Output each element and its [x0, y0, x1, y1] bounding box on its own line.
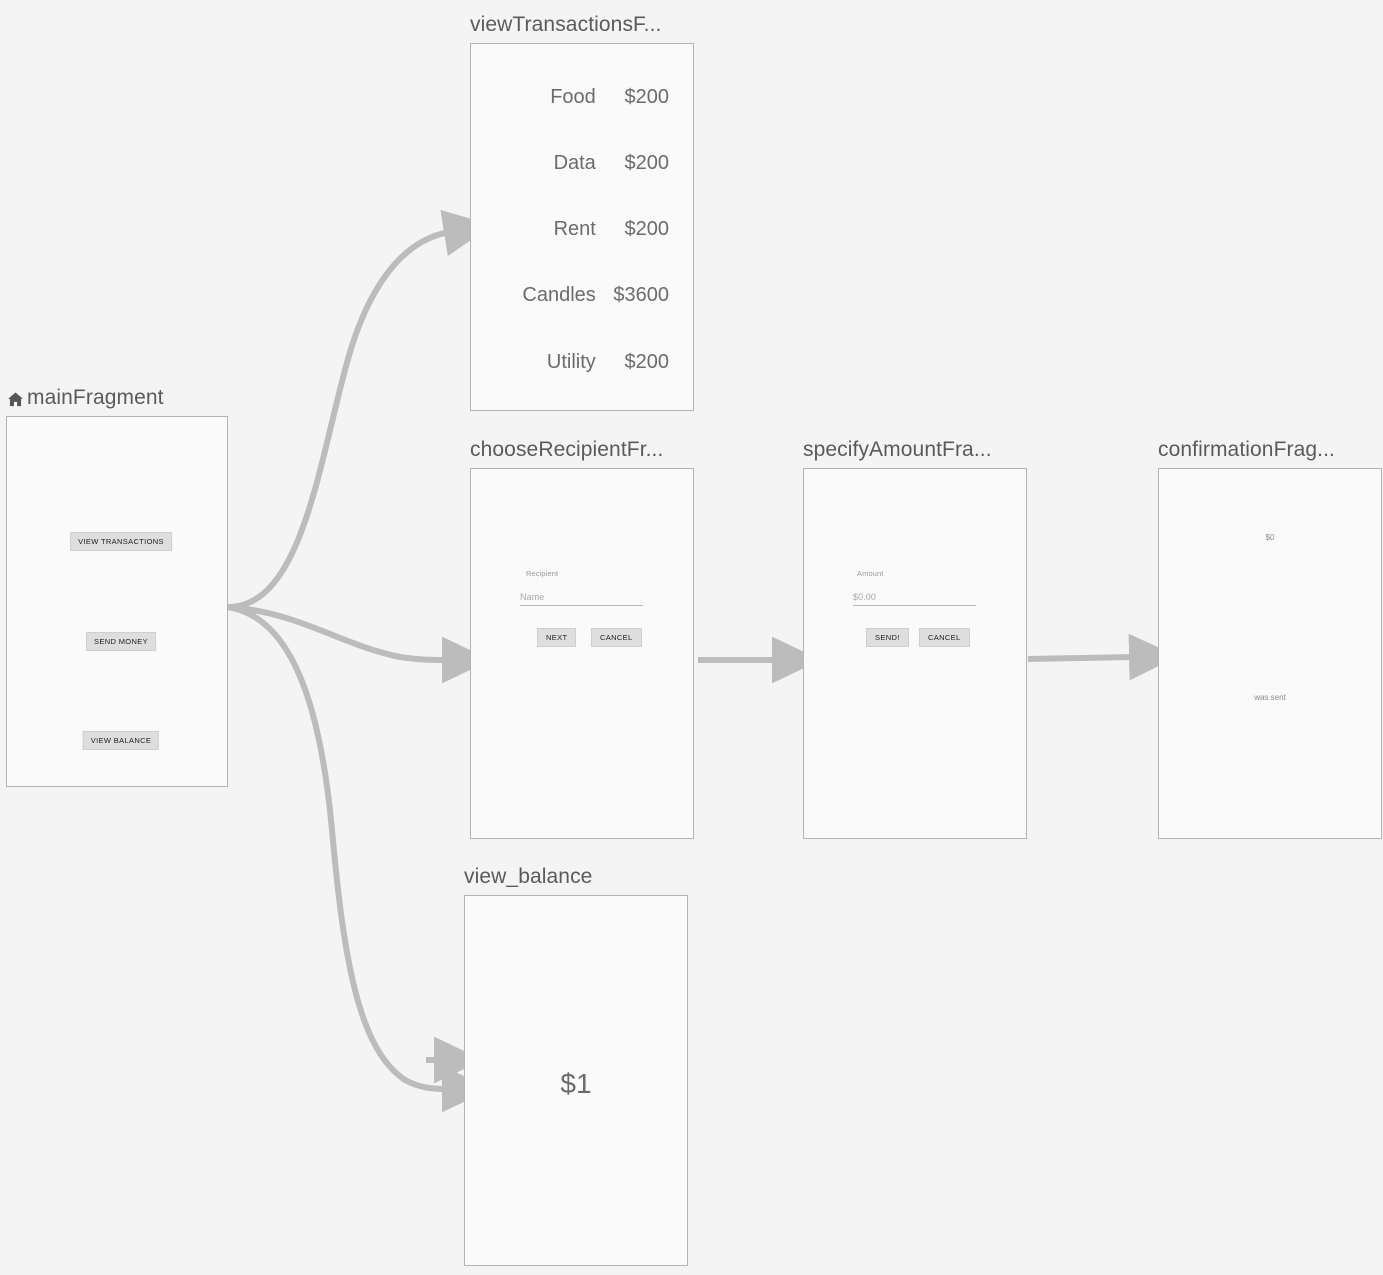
preview-choose-recipient[interactable]: Recipient Name NEXT CANCEL [470, 468, 694, 839]
amount-input[interactable]: $0.00 [853, 592, 976, 606]
preview-view-transactions[interactable]: Food $200 Data $200 Rent $200 Candles $3… [470, 43, 694, 411]
destination-title-confirmation: confirmationFrag... [1158, 437, 1382, 463]
action-main-to-choose-recipient[interactable] [225, 604, 492, 684]
destination-title-main-fragment: mainFragment [6, 385, 228, 411]
action-main-to-transactions[interactable] [225, 209, 493, 610]
transaction-amount: $200 [624, 351, 670, 373]
destination-main-fragment[interactable]: mainFragment VIEW TRANSACTIONS SEND MONE… [6, 385, 228, 787]
cancel-button[interactable]: CANCEL [591, 628, 642, 647]
destination-title-specify-amount: specifyAmountFra... [803, 437, 1027, 463]
transaction-label: Rent [553, 218, 596, 240]
action-specify-amount-to-confirmation[interactable] [1027, 633, 1179, 681]
confirmation-amount: $0 [1265, 533, 1275, 542]
confirmation-message: was sent [1254, 693, 1286, 702]
home-icon [6, 390, 25, 409]
transaction-row: Candles $3600 [497, 284, 669, 307]
destination-confirmation-fragment[interactable]: confirmationFrag... $0 was sent [1158, 437, 1382, 839]
transaction-amount: $200 [624, 86, 670, 108]
balance-amount: $1 [560, 1068, 592, 1099]
destination-label: specifyAmountFra... [803, 438, 992, 461]
destination-label: mainFragment [27, 386, 164, 409]
recipient-name-input[interactable]: Name [520, 592, 643, 606]
preview-button-view-balance[interactable]: VIEW BALANCE [82, 731, 160, 750]
destination-title-view-balance: view_balance [464, 864, 688, 890]
recipient-field-label: Recipient [526, 569, 559, 578]
transaction-row: Rent $200 [497, 218, 669, 241]
transaction-amount: $200 [624, 218, 670, 240]
destination-view-balance-fragment[interactable]: view_balance $1 [464, 864, 688, 1266]
destination-title-choose-recipient: chooseRecipientFr... [470, 437, 694, 463]
destination-label: viewTransactionsF... [470, 13, 662, 36]
preview-specify-amount[interactable]: Amount $0.00 SEND! CANCEL [803, 468, 1027, 839]
send-button[interactable]: SEND! [866, 628, 909, 647]
action-main-to-view-balance[interactable] [225, 604, 492, 1113]
transaction-row: Data $200 [497, 152, 669, 175]
destination-specify-amount-fragment[interactable]: specifyAmountFra... Amount $0.00 SEND! C… [803, 437, 1027, 839]
transaction-row: Food $200 [497, 86, 669, 109]
destination-label: view_balance [464, 865, 593, 888]
preview-confirmation[interactable]: $0 was sent [1158, 468, 1382, 839]
preview-main-fragment[interactable]: VIEW TRANSACTIONS SEND MONEY VIEW BALANC… [6, 416, 228, 787]
transaction-label: Data [553, 152, 596, 174]
next-button[interactable]: NEXT [537, 628, 577, 647]
destination-choose-recipient-fragment[interactable]: chooseRecipientFr... Recipient Name NEXT… [470, 437, 694, 839]
preview-button-send-money[interactable]: SEND MONEY [86, 632, 156, 651]
transaction-label: Candles [522, 284, 596, 306]
transaction-label: Food [550, 86, 596, 108]
preview-view-balance[interactable]: $1 [464, 895, 688, 1266]
transaction-amount: $200 [624, 152, 670, 174]
cancel-button[interactable]: CANCEL [919, 628, 970, 647]
transaction-row: Utility $200 [497, 351, 669, 374]
transaction-label: Utility [546, 351, 596, 373]
destination-title-view-transactions: viewTransactionsF... [470, 12, 694, 38]
preview-button-view-transactions[interactable]: VIEW TRANSACTIONS [70, 532, 172, 551]
amount-field-label: Amount [857, 569, 884, 578]
transaction-amount: $3600 [613, 284, 669, 306]
destination-label: chooseRecipientFr... [470, 438, 664, 461]
destination-view-transactions-fragment[interactable]: viewTransactionsF... Food $200 Data $200… [470, 12, 694, 411]
destination-label: confirmationFrag... [1158, 438, 1335, 461]
